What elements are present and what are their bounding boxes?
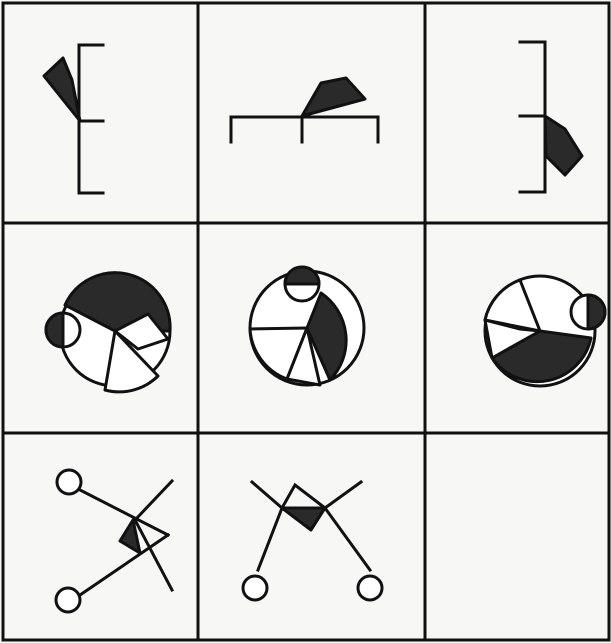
cell-r1c3-figure bbox=[520, 42, 582, 192]
small-circle-right-shade bbox=[588, 295, 605, 329]
cell-r3c2-figure bbox=[243, 482, 382, 600]
cell-r3c3-empty bbox=[428, 436, 606, 637]
cell-r2c3-figure bbox=[485, 276, 605, 386]
bracket-right bbox=[79, 45, 103, 193]
shaded-flag-right bbox=[545, 116, 582, 175]
shaded-flag-left bbox=[44, 58, 80, 121]
bracket-up bbox=[231, 117, 378, 142]
cell-r3c1-figure bbox=[56, 470, 172, 612]
small-circle-top-shade bbox=[285, 267, 319, 284]
small-circle-upper bbox=[57, 470, 81, 494]
shaded-triangle-bottom bbox=[282, 508, 325, 530]
cell-r1c1-figure bbox=[44, 45, 103, 193]
small-circle-lower bbox=[56, 588, 80, 612]
shaded-flag-top bbox=[302, 78, 365, 116]
cell-r1c2-figure bbox=[231, 78, 378, 142]
small-circle-left-shade bbox=[46, 313, 63, 347]
cell-r2c1-figure bbox=[46, 273, 170, 392]
small-circle-left bbox=[243, 576, 267, 600]
bracket-left bbox=[520, 42, 545, 192]
small-circle-right bbox=[358, 576, 382, 600]
cell-r2c2-figure bbox=[250, 267, 364, 385]
